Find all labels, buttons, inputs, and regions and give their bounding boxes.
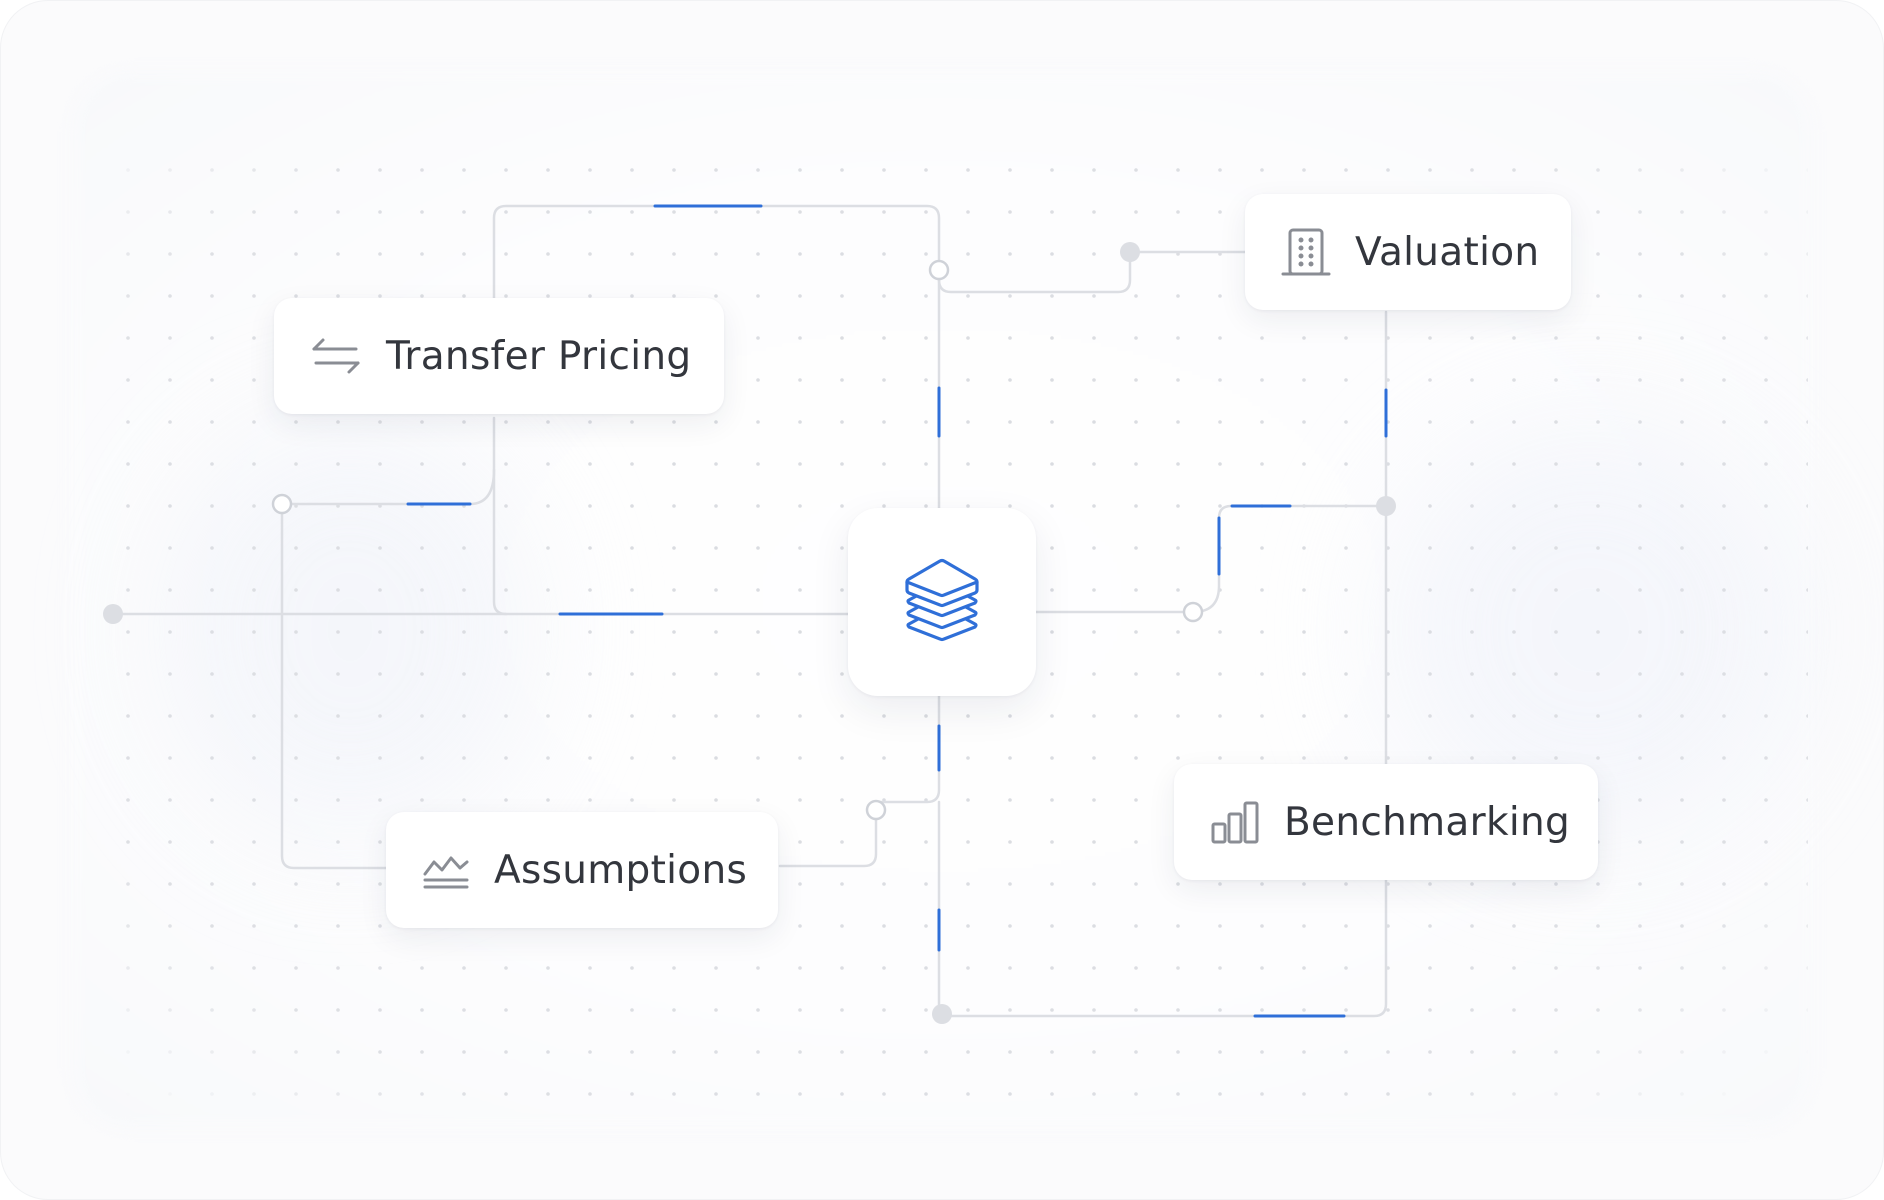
junction-right-filled <box>1376 496 1396 516</box>
wire-left-vertical <box>280 502 388 870</box>
building-icon <box>1281 226 1331 278</box>
node-label-valuation: Valuation <box>1355 229 1540 275</box>
wire-hub-to-valuation <box>937 250 1247 294</box>
line-chart-icon <box>422 850 470 890</box>
node-label-benchmarking: Benchmarking <box>1284 799 1571 845</box>
junction-bottom-filled <box>932 1004 952 1024</box>
node-assumptions[interactable]: Assumptions <box>386 812 778 928</box>
junction-valuation-filled <box>1120 242 1140 262</box>
wire-tp-down <box>492 416 508 616</box>
bar-chart-icon <box>1210 800 1260 844</box>
junction-right-open <box>1182 601 1204 623</box>
layers-stack-icon <box>904 558 980 646</box>
node-transfer-pricing[interactable]: Transfer Pricing <box>274 298 724 414</box>
hub-node[interactable] <box>848 508 1036 696</box>
junction-assumptions-open <box>865 799 887 821</box>
node-label-assumptions: Assumptions <box>494 847 748 893</box>
node-label-transfer-pricing: Transfer Pricing <box>386 333 692 379</box>
junction-top-open <box>928 259 950 281</box>
junction-left-end <box>103 604 123 624</box>
node-valuation[interactable]: Valuation <box>1245 194 1571 310</box>
wire-bottom <box>937 800 1388 1018</box>
junction-left-open <box>271 493 293 515</box>
arrows-exchange-icon <box>310 336 362 376</box>
node-benchmarking[interactable]: Benchmarking <box>1174 764 1598 880</box>
